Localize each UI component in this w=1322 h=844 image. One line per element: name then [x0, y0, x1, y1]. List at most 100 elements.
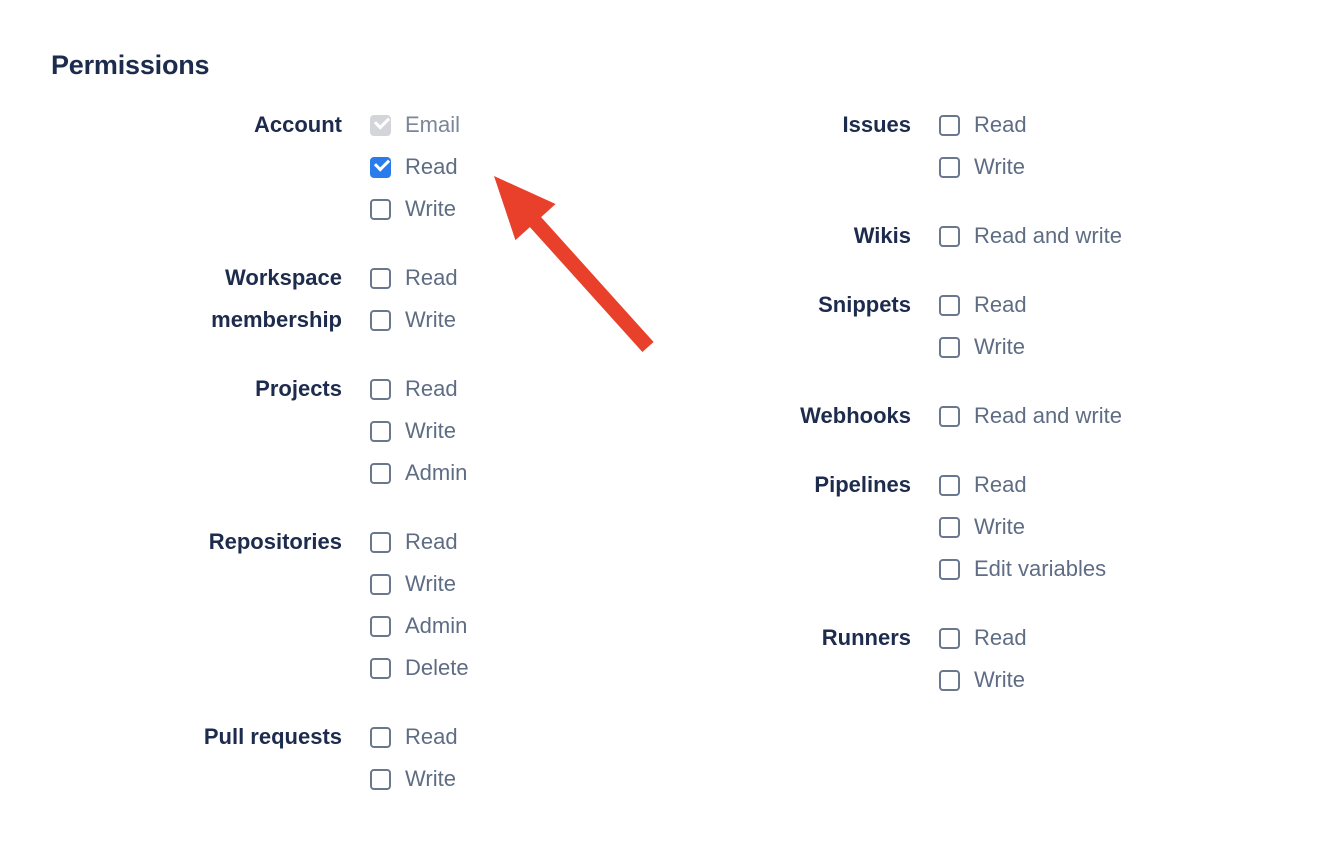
permission-group-label: Account [254, 112, 342, 137]
permission-option-row[interactable]: Read and write [939, 215, 1300, 257]
checkbox-read[interactable] [939, 114, 960, 136]
checkbox-label: Admin [405, 613, 468, 638]
permission-option-row[interactable]: Delete [370, 647, 660, 689]
permission-option-row[interactable]: Write [370, 563, 660, 605]
checkbox-write[interactable] [370, 309, 391, 331]
permission-group-label: Runners [821, 625, 911, 650]
permission-option-row[interactable]: Read [939, 464, 1300, 506]
permission-option-row[interactable]: Admin [370, 605, 660, 647]
checkbox-read[interactable] [939, 294, 960, 316]
checkbox-write[interactable] [939, 516, 960, 538]
permission-option-row[interactable]: Read [370, 257, 660, 299]
permission-option-row[interactable]: Write [939, 659, 1300, 701]
checkbox-write[interactable] [370, 573, 391, 595]
checkbox-admin[interactable] [370, 462, 391, 484]
checkbox-read[interactable] [370, 378, 391, 400]
page-title: Permissions [51, 50, 210, 80]
checkbox-delete[interactable] [370, 657, 391, 679]
permission-option-row[interactable]: Email [370, 104, 660, 146]
permission-option-row[interactable]: Read [939, 617, 1300, 659]
checkbox-label: Read [405, 724, 458, 749]
checkbox-label: Write [405, 196, 456, 221]
checkbox-admin[interactable] [370, 615, 391, 637]
checkbox-label: Read and write [974, 223, 1122, 248]
checkbox-read-and-write[interactable] [939, 405, 960, 427]
checkbox-read[interactable] [939, 474, 960, 496]
checkbox-read[interactable] [939, 627, 960, 649]
checkbox-label: Admin [405, 460, 468, 485]
checkbox-label: Email [405, 112, 461, 137]
permission-group-label: Webhooks [800, 403, 911, 428]
checkbox-read-and-write[interactable] [939, 225, 960, 247]
permission-option-row[interactable]: Write [370, 188, 660, 230]
checkbox-read[interactable] [370, 267, 391, 289]
checkbox-label: Write [405, 766, 456, 791]
checkbox-label: Write [405, 418, 456, 443]
permission-option-list: Read and write [911, 395, 1300, 437]
checkbox-label: Delete [405, 655, 469, 680]
permission-group-label: Pull requests [203, 724, 342, 749]
permission-option-row[interactable]: Write [370, 758, 660, 800]
checkbox-label: Write [974, 154, 1025, 179]
checkbox-label: Read [974, 625, 1027, 650]
permission-option-row[interactable]: Read [939, 104, 1300, 146]
permission-option-row[interactable]: Write [370, 410, 660, 452]
checkbox-label: Write [405, 307, 456, 332]
permission-group: Webhooks Read and write [600, 395, 1300, 437]
permission-group-label: Snippets [818, 292, 911, 317]
checkbox-label: Read [405, 376, 458, 401]
checkbox-read[interactable] [370, 154, 391, 178]
permission-option-row[interactable]: Edit variables [939, 548, 1300, 590]
checkmark-icon [373, 154, 391, 172]
permission-option-row[interactable]: Admin [370, 452, 660, 494]
checkbox-write[interactable] [939, 669, 960, 691]
checkbox-label: Edit variables [974, 556, 1107, 581]
permission-option-row[interactable]: Read [370, 368, 660, 410]
checkbox-write[interactable] [939, 336, 960, 358]
permission-group-label: Projects [255, 376, 342, 401]
permission-option-row[interactable]: Read [939, 284, 1300, 326]
permission-option-row[interactable]: Read [370, 521, 660, 563]
permission-option-row[interactable]: Write [370, 299, 660, 341]
checkbox-write[interactable] [370, 198, 391, 220]
checkbox-edit-variables[interactable] [939, 558, 960, 580]
checkbox-label: Read [974, 112, 1027, 137]
checkbox-read[interactable] [370, 531, 391, 553]
checkbox-label: Read [974, 472, 1027, 497]
checkbox-label: Read [974, 292, 1027, 317]
checkbox-label: Write [974, 514, 1025, 539]
checkbox-email [370, 112, 391, 136]
permission-option-row[interactable]: Write [939, 146, 1300, 188]
permission-option-row[interactable]: Read [370, 716, 660, 758]
permission-option-row[interactable]: Read [370, 146, 660, 188]
permission-option-row[interactable]: Write [939, 506, 1300, 548]
permission-option-row[interactable]: Read and write [939, 395, 1300, 437]
checkbox-read[interactable] [370, 726, 391, 748]
checkbox-write[interactable] [370, 420, 391, 442]
permission-option-row[interactable]: Write [939, 326, 1300, 368]
checkmark-icon [373, 112, 391, 130]
checkbox-write[interactable] [939, 156, 960, 178]
checkbox-label: Write [974, 334, 1025, 359]
checkbox-label: Read [405, 154, 458, 179]
permission-group-label: Pipelines [814, 472, 911, 497]
checkbox-write[interactable] [370, 768, 391, 790]
